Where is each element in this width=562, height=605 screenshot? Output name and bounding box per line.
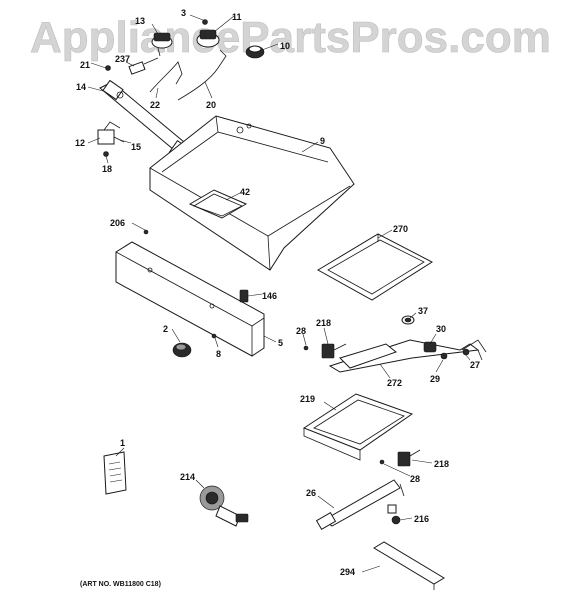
callout-28-lower: 28 bbox=[410, 474, 420, 484]
part-12-15-18-switch-bracket bbox=[97, 121, 125, 157]
part-218-igniter-lower bbox=[397, 449, 421, 467]
callout-2: 2 bbox=[163, 324, 168, 334]
part-146-clip bbox=[239, 289, 249, 303]
callout-37: 37 bbox=[418, 306, 428, 316]
callout-28-upper: 28 bbox=[296, 326, 306, 336]
callout-5: 5 bbox=[278, 338, 283, 348]
part-3-screw bbox=[202, 19, 208, 25]
callout-26: 26 bbox=[306, 488, 316, 498]
callout-30: 30 bbox=[436, 324, 446, 334]
callout-10: 10 bbox=[280, 41, 290, 51]
callout-294: 294 bbox=[340, 567, 355, 577]
callout-20: 20 bbox=[206, 100, 216, 110]
callout-270: 270 bbox=[393, 224, 408, 234]
callout-22: 22 bbox=[150, 100, 160, 110]
callout-219: 219 bbox=[300, 394, 315, 404]
callout-237: 237 bbox=[115, 54, 130, 64]
part-218-igniter-upper bbox=[321, 343, 347, 359]
part-272-bake-burner bbox=[328, 339, 483, 373]
callout-218-upper: 218 bbox=[316, 318, 331, 328]
leader-lines bbox=[87, 14, 471, 573]
part-237-orifice bbox=[128, 57, 159, 75]
callout-21: 21 bbox=[80, 60, 90, 70]
art-number: (ART NO. WB11800 C18) bbox=[80, 581, 161, 588]
part-11-valve bbox=[196, 29, 220, 48]
part-2-knob bbox=[172, 342, 192, 358]
callout-15: 15 bbox=[131, 142, 141, 152]
callout-3: 3 bbox=[181, 8, 186, 18]
part-21-screw bbox=[105, 65, 111, 71]
part-28-screw-upper bbox=[303, 345, 309, 351]
callout-13: 13 bbox=[135, 16, 145, 26]
callout-216: 216 bbox=[414, 514, 429, 524]
callout-29: 29 bbox=[430, 374, 440, 384]
part-294-bracket bbox=[373, 541, 445, 590]
part-216-nut bbox=[387, 504, 401, 525]
callout-8: 8 bbox=[216, 349, 221, 359]
part-219-broil-tray bbox=[302, 393, 414, 461]
callout-14: 14 bbox=[76, 82, 86, 92]
callout-27: 27 bbox=[470, 360, 480, 370]
part-9-burner-box bbox=[149, 115, 355, 271]
callout-1: 1 bbox=[120, 438, 125, 448]
part-26-broil-burner bbox=[315, 479, 405, 531]
part-13-knob-valve bbox=[151, 32, 173, 57]
part-214-regulator bbox=[199, 485, 249, 527]
callout-12: 12 bbox=[75, 138, 85, 148]
callout-214: 214 bbox=[180, 472, 195, 482]
callout-9: 9 bbox=[320, 136, 325, 146]
part-22-tube bbox=[149, 61, 183, 93]
part-28-screw-lower bbox=[379, 459, 385, 465]
part-29-fitting bbox=[440, 352, 448, 360]
callout-218-lower: 218 bbox=[434, 459, 449, 469]
part-1-literature bbox=[103, 451, 127, 495]
part-20-gas-tube bbox=[177, 49, 227, 101]
part-37-grommet bbox=[401, 315, 415, 325]
callout-18: 18 bbox=[102, 164, 112, 174]
callout-206: 206 bbox=[110, 218, 125, 228]
callout-11: 11 bbox=[232, 12, 242, 22]
part-206-screw bbox=[143, 229, 149, 235]
callout-42: 42 bbox=[240, 187, 250, 197]
part-5-front-panel bbox=[115, 241, 265, 357]
callout-272: 272 bbox=[387, 378, 402, 388]
part-30-orifice-hood bbox=[423, 341, 437, 353]
callout-146: 146 bbox=[262, 291, 277, 301]
watermark-text: AppliancePartsPros.com bbox=[30, 13, 551, 62]
part-10-valve bbox=[245, 45, 265, 59]
callout-labels: 3 13 11 10 21 237 22 20 14 9 12 15 18 42… bbox=[75, 8, 480, 577]
part-270-heat-shield bbox=[317, 233, 434, 301]
